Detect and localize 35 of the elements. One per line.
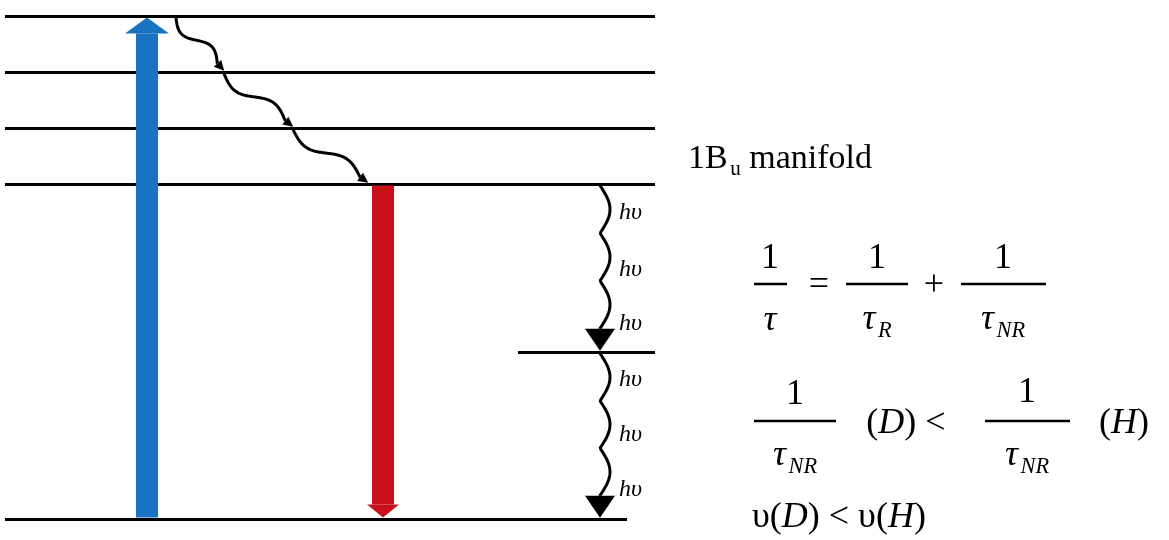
- numerator: 1: [786, 374, 804, 410]
- numerator: 1: [994, 238, 1012, 274]
- denominator: τ$_{NR}$: [772, 434, 818, 478]
- photon-label: hυ: [619, 310, 642, 334]
- energy-level-line: [5, 182, 655, 186]
- state-label: 1B$_{u}$ manifold: [688, 140, 872, 180]
- numerator: 1: [1018, 372, 1036, 408]
- energy-level-line: [5, 126, 655, 130]
- wavy-arrow: [585, 184, 615, 351]
- numerator: 1: [761, 238, 779, 274]
- photon-label: hυ: [619, 366, 642, 390]
- denominator: τ$_{NR}$: [1004, 434, 1050, 478]
- equation-term: (H): [1099, 403, 1149, 439]
- denominator: τ: [763, 300, 777, 336]
- emission-arrow: [367, 185, 399, 518]
- energy-level-line: [5, 14, 655, 18]
- inequality: υ(D) < υ(H): [752, 497, 926, 533]
- wavy-arrow: [291, 128, 369, 183]
- equation-term: (D) <: [866, 403, 946, 439]
- equals-sign: =: [808, 265, 830, 301]
- photon-label: hυ: [619, 476, 642, 500]
- energy-level-line: [5, 517, 627, 521]
- numerator: 1: [868, 238, 886, 274]
- photon-label: hυ: [619, 421, 642, 445]
- photon-label: hυ: [619, 199, 642, 223]
- wavy-arrow: [585, 352, 615, 518]
- wavy-arrow: [222, 72, 294, 127]
- wavy-arrow: [174, 16, 225, 71]
- plus-sign: +: [923, 265, 945, 301]
- energy-level-line: [518, 350, 655, 354]
- denominator: τ$_{R}$: [862, 298, 892, 342]
- excitation-arrow: [125, 17, 169, 518]
- photon-label: hυ: [619, 256, 642, 280]
- denominator: τ$_{NR}$: [980, 298, 1026, 342]
- energy-level-line: [5, 70, 655, 74]
